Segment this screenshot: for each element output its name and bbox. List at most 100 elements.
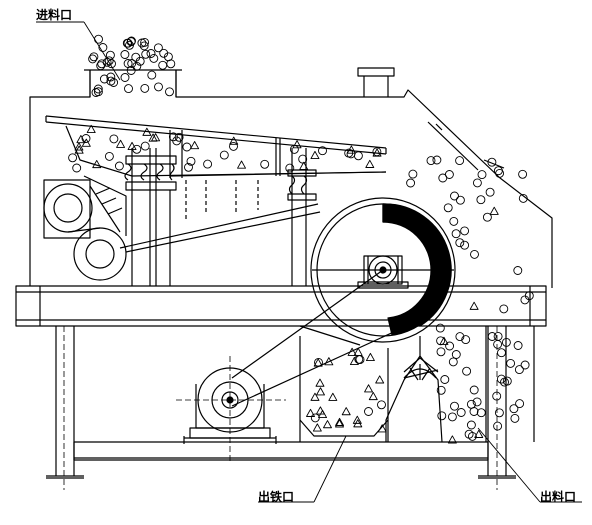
iron-particle — [310, 150, 320, 160]
ore-particle — [455, 156, 465, 166]
iron-particle — [292, 140, 302, 149]
material-particles — [68, 34, 534, 444]
vibrating-screen — [45, 115, 387, 253]
iron-particle — [368, 391, 378, 401]
ore-particle — [494, 408, 504, 418]
ore-particle — [435, 323, 445, 333]
ore-particle — [487, 157, 497, 167]
ore-particle — [163, 52, 173, 62]
ore-particle — [68, 153, 78, 163]
ore-particle — [139, 41, 149, 51]
iron-particle — [365, 159, 375, 168]
ore-particle — [158, 60, 168, 70]
ore-particle — [132, 61, 142, 71]
ore-particle — [408, 169, 418, 179]
ore-particle — [451, 229, 461, 239]
ore-particle — [472, 397, 482, 407]
ore-particle — [501, 337, 511, 347]
ore-particle — [487, 332, 497, 341]
iron-particle — [353, 347, 363, 356]
iron-particle — [364, 384, 374, 393]
ore-particle — [106, 72, 116, 82]
iron-particle — [335, 417, 345, 426]
iron-particle — [347, 347, 357, 356]
ore-particle — [450, 401, 459, 411]
ore-particle — [96, 61, 106, 71]
ore-particle — [469, 385, 479, 395]
ore-particle — [346, 149, 356, 159]
iron-particle — [142, 127, 152, 136]
spring-supports — [124, 148, 317, 286]
ore-particle — [460, 240, 470, 250]
ore-particle — [436, 336, 446, 346]
ore-particle — [114, 161, 124, 171]
iron-outlet-chute — [299, 336, 389, 442]
iron-particle — [469, 301, 479, 310]
ore-particle — [126, 37, 136, 47]
ore-particle — [289, 144, 299, 154]
ore-particle — [120, 73, 130, 82]
ore-particle — [146, 49, 156, 58]
ore-particle — [123, 59, 133, 68]
iron-particle — [375, 375, 385, 384]
side-vent — [427, 121, 505, 171]
iron-particle — [323, 420, 332, 429]
ore-particle — [455, 332, 465, 342]
iron-particle — [474, 429, 484, 438]
ore-particle — [445, 341, 455, 351]
drive-motor — [176, 356, 286, 462]
ore-particle — [451, 350, 461, 359]
legs — [46, 326, 516, 490]
iron-particle — [489, 206, 499, 215]
iron-particle — [313, 358, 323, 367]
ore-particle — [377, 400, 386, 410]
iron-particle — [151, 133, 161, 142]
ore-particle — [462, 366, 472, 376]
ore-particle — [184, 162, 193, 172]
ore-particle — [432, 155, 442, 165]
ore-particle — [506, 358, 516, 368]
ore-particle — [109, 134, 119, 144]
material-outlet-chute — [385, 326, 535, 443]
ore-particle — [456, 408, 466, 417]
ore-particle — [493, 421, 503, 431]
ore-particle — [513, 266, 523, 275]
ore-particle — [460, 226, 470, 236]
iron-particle — [190, 141, 200, 150]
ore-particle — [364, 407, 373, 416]
ore-particle — [106, 76, 116, 86]
iron-outlet-label: 出铁口 — [258, 490, 295, 504]
ore-particle — [493, 331, 503, 341]
ore-particle — [437, 411, 447, 421]
ore-particle — [140, 141, 150, 151]
ore-particle — [518, 169, 528, 179]
ore-particle — [120, 50, 130, 59]
ore-particle — [229, 141, 238, 151]
vibration-motors — [43, 175, 127, 281]
ore-particle — [93, 87, 103, 97]
ore-particle — [140, 83, 150, 93]
feed-inlet-label: 进料口 — [36, 8, 73, 22]
ore-particle — [355, 355, 365, 365]
iron-particle — [377, 424, 387, 433]
ore-particle — [444, 170, 454, 179]
ore-particle — [524, 291, 534, 301]
iron-particle — [335, 419, 344, 428]
ore-particle — [260, 159, 270, 169]
iron-particle — [116, 139, 126, 148]
ore-particle — [203, 159, 213, 169]
iron-particle — [352, 415, 362, 424]
iron-particle — [439, 336, 449, 345]
iron-particle — [324, 357, 334, 366]
ore-particle — [159, 48, 169, 58]
ore-particle — [492, 391, 502, 401]
ore-particle — [518, 193, 528, 203]
ore-particle — [285, 163, 295, 173]
ore-particle — [127, 59, 137, 68]
ore-particle — [450, 191, 459, 201]
ore-particle — [467, 431, 477, 441]
ore-particle — [219, 150, 229, 160]
ore-particle — [513, 341, 523, 350]
ore-particle — [135, 56, 145, 66]
